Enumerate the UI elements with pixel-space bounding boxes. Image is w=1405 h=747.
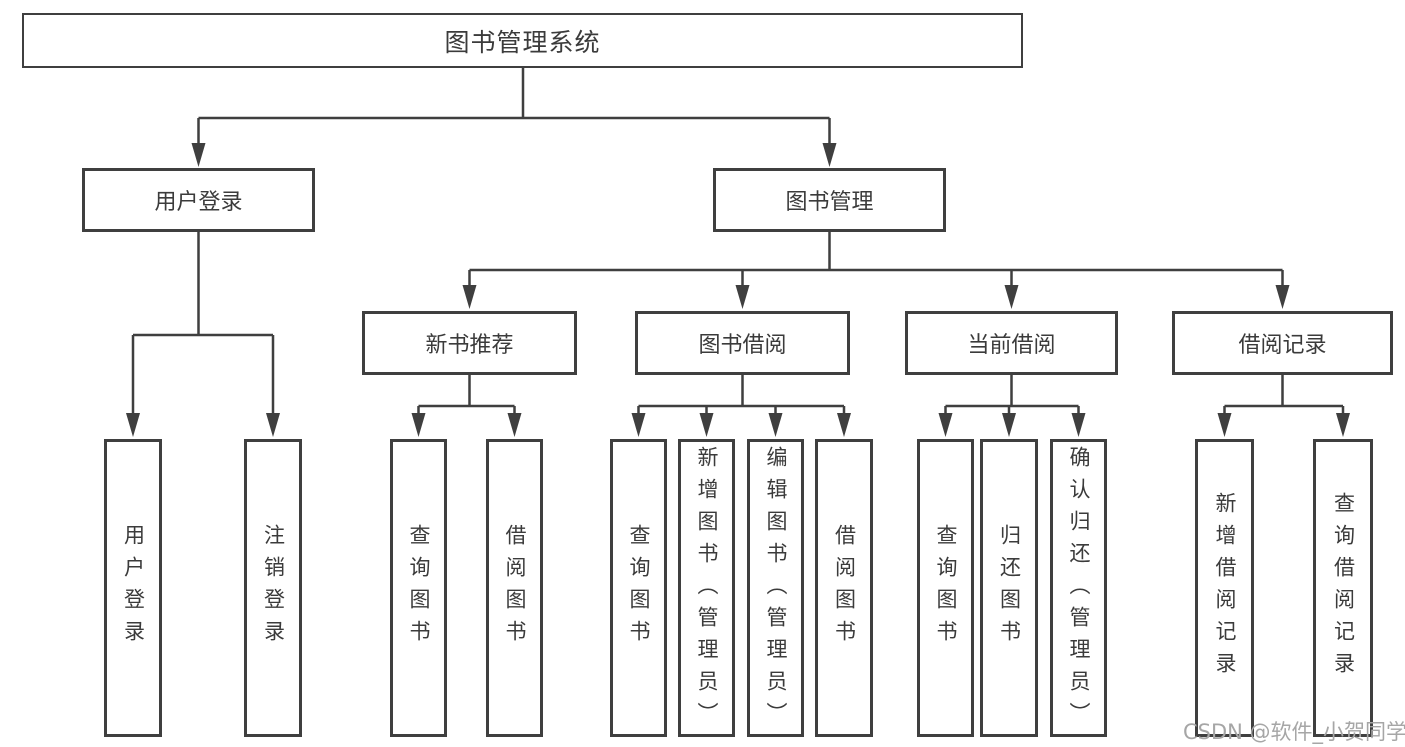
- node-leaf-confirm-return-admin: 确认归还（管理员）: [1050, 439, 1107, 737]
- node-root-library-management-system: 图书管理系统: [22, 13, 1023, 68]
- node-leaf-user-login: 用户登录: [104, 439, 162, 737]
- node-borrowing-records: 借阅记录: [1172, 311, 1393, 375]
- node-current-borrowing: 当前借阅: [905, 311, 1118, 375]
- node-leaf-logout: 注销登录: [244, 439, 302, 737]
- node-book-borrowing: 图书借阅: [635, 311, 850, 375]
- node-leaf-query-books-1: 查询图书: [390, 439, 447, 737]
- csdn-watermark: CSDN @软件_小贺同学: [1183, 720, 1405, 744]
- node-leaf-edit-books-admin: 编辑图书（管理员）: [747, 439, 804, 737]
- node-leaf-add-borrow-record: 新增借阅记录: [1195, 439, 1254, 737]
- node-new-book-recommend: 新书推荐: [362, 311, 577, 375]
- node-leaf-query-borrow-record: 查询借阅记录: [1313, 439, 1373, 737]
- node-leaf-borrow-books-2: 借阅图书: [815, 439, 873, 737]
- node-user-login: 用户登录: [82, 168, 315, 232]
- node-book-management: 图书管理: [713, 168, 946, 232]
- node-leaf-add-books-admin: 新增图书（管理员）: [678, 439, 735, 737]
- node-leaf-query-books-2: 查询图书: [610, 439, 667, 737]
- node-leaf-borrow-books-1: 借阅图书: [486, 439, 543, 737]
- node-leaf-return-books: 归还图书: [980, 439, 1038, 737]
- node-leaf-query-books-3: 查询图书: [917, 439, 974, 737]
